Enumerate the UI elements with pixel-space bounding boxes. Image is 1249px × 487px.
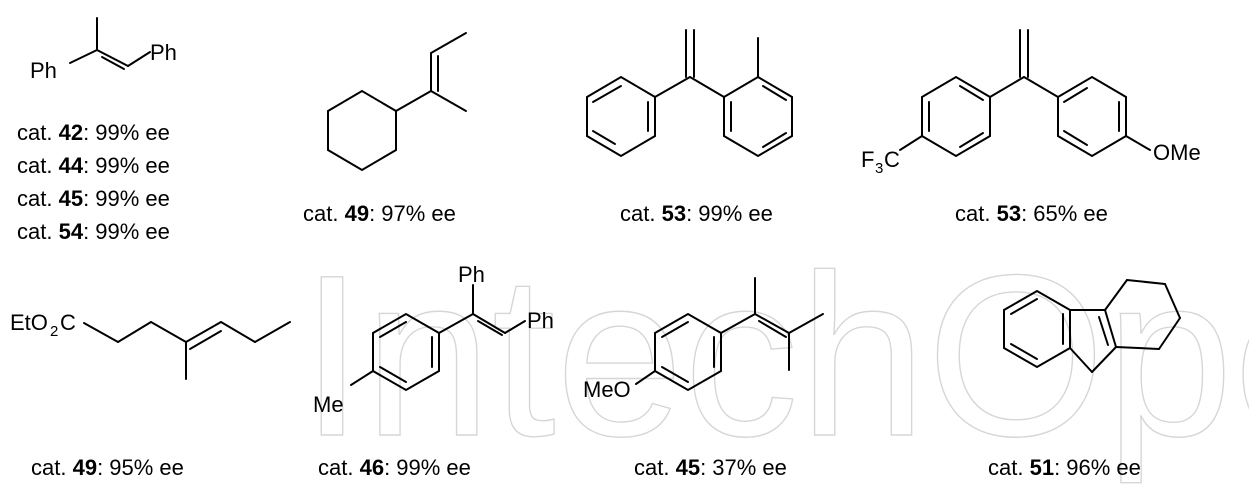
atom-label-f3c: F: [861, 147, 874, 172]
result-caption-c1-4: cat. 54: 99% ee: [17, 219, 170, 244]
structure-1-diphenylpropene: Ph Ph: [30, 17, 177, 83]
atom-label-ome: OMe: [1153, 140, 1201, 165]
structure-2-cyclohexylbutene: [327, 32, 467, 172]
result-caption-c4: cat. 53: 65% ee: [955, 201, 1108, 226]
result-caption-c1-3: cat. 45: 99% ee: [17, 186, 170, 211]
structure-8-tetrahydrofluorene: [1003, 279, 1181, 373]
atom-label-meo: MeO: [583, 377, 631, 402]
structure-3-phenyl-tolyl-ethylene: [586, 29, 793, 158]
structure-6-tolyl-stilbene: Ph Ph Me: [313, 262, 554, 417]
atom-label-me: Me: [313, 392, 344, 417]
catalyst-number: 45: [58, 186, 84, 211]
structure-4-diaryl-ethylene: F 3 C OMe: [861, 29, 1201, 177]
atom-label-eto2c-subscript: 2: [50, 323, 58, 340]
atom-label-ph: Ph: [150, 40, 177, 65]
catalyst-number: 53: [661, 201, 687, 226]
atom-label-eto2c: EtO: [10, 310, 48, 335]
catalyst-number: 51: [1029, 455, 1055, 480]
catalyst-number: 42: [58, 120, 84, 145]
structure-5-ester-alkene: EtO 2 C: [10, 310, 291, 380]
result-caption-c2: cat. 49: 97% ee: [303, 201, 456, 226]
atom-label-ph: Ph: [458, 262, 485, 287]
catalyst-number: 49: [344, 201, 370, 226]
result-caption-c1-1: cat. 42: 99% ee: [17, 120, 170, 145]
result-caption-c5: cat. 49: 95% ee: [31, 455, 184, 480]
result-caption-c8: cat. 51: 96% ee: [988, 455, 1141, 480]
atom-label-f3c-carbon: C: [884, 147, 900, 172]
catalyst-number: 46: [359, 455, 385, 480]
result-caption-c1-2: cat. 44: 99% ee: [17, 153, 170, 178]
catalyst-number: 45: [675, 455, 701, 480]
catalyst-number: 53: [996, 201, 1022, 226]
catalyst-number: 54: [58, 219, 84, 244]
atom-label-ph: Ph: [527, 308, 554, 333]
result-caption-c3: cat. 53: 99% ee: [620, 201, 773, 226]
result-caption-c6: cat. 46: 99% ee: [318, 455, 471, 480]
structure-7-methoxyphenyl-alkene: MeO: [583, 277, 824, 402]
result-caption-c7: cat. 45: 37% ee: [634, 455, 787, 480]
watermark-text: IntechOpen: [300, 227, 1249, 484]
atom-label-ph: Ph: [30, 58, 57, 83]
atom-label-f3c-subscript: 3: [875, 160, 883, 177]
catalyst-number: 44: [58, 153, 84, 178]
atom-label-eto2c-carbon: C: [60, 310, 76, 335]
catalyst-number: 49: [72, 455, 98, 480]
